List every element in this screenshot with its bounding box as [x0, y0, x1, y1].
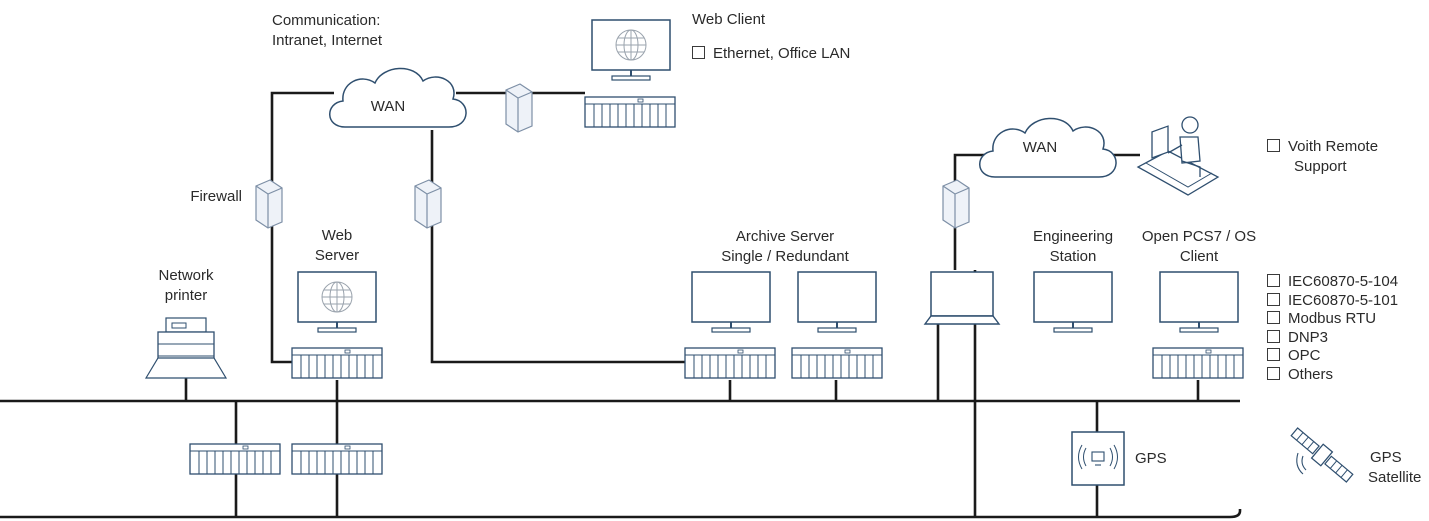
ethernet-office-lan-label: Ethernet, Office LAN	[692, 44, 850, 64]
server-rack-icon	[291, 347, 383, 379]
server-rack-icon	[584, 96, 676, 128]
web-client-monitor	[591, 19, 671, 81]
server-rack-icon	[189, 443, 281, 475]
server-rack-icon	[291, 443, 383, 475]
archive-server-monitor-1	[691, 271, 771, 333]
firewall-icon	[414, 179, 442, 229]
archive-server-monitor-2	[797, 271, 877, 333]
checkbox-icon	[1267, 139, 1280, 152]
checkbox-icon	[692, 46, 705, 59]
wan-left-label: WAN	[370, 98, 406, 115]
protocol-item: Others	[1267, 366, 1398, 385]
globe-icon	[615, 29, 647, 61]
wan-right-label: WAN	[1022, 139, 1058, 156]
engineering-station-label: Engineering Station	[1032, 228, 1114, 265]
satellite-icon	[1290, 427, 1354, 483]
satellite-signal-icon	[1296, 452, 1307, 475]
globe-icon	[321, 281, 353, 313]
remote-operator-icon	[1136, 116, 1220, 196]
server-rack-icon	[1152, 347, 1244, 379]
server-rack-icon	[791, 347, 883, 379]
checkbox-icon	[1267, 348, 1280, 361]
checkbox-icon	[1267, 292, 1280, 306]
protocol-item: IEC60870-5-101	[1267, 292, 1398, 311]
web-client-label: Web Client	[692, 11, 766, 28]
protocol-list: IEC60870-5-104 IEC60870-5-101 Modbus RTU…	[1267, 273, 1398, 384]
archive-server-label: Archive Server Single / Redundant	[721, 228, 849, 265]
checkbox-icon	[1267, 274, 1280, 287]
protocol-item: Modbus RTU	[1267, 310, 1398, 329]
printer-icon	[144, 317, 228, 379]
network-printer-label: Network printer	[158, 267, 214, 304]
server-rack-icon	[684, 347, 776, 379]
web-server-label: Web Server	[314, 227, 360, 264]
firewall-icon	[255, 179, 283, 229]
web-server-monitor	[297, 271, 377, 333]
protocol-item: IEC60870-5-104	[1267, 273, 1398, 292]
checkbox-icon	[1267, 329, 1280, 343]
firewall-icon	[505, 83, 533, 133]
voith-remote-support-label: Voith Remote Support	[1267, 137, 1378, 177]
gps-satellite-label: GPS Satellite	[1368, 449, 1422, 486]
checkbox-icon	[1267, 366, 1280, 380]
gps-receiver-icon	[1071, 431, 1125, 486]
open-pcs7-os-client-label: Open PCS7 / OS Client	[1141, 228, 1257, 265]
protocol-item: OPC	[1267, 347, 1398, 366]
checkbox-icon	[1267, 311, 1280, 324]
engineering-station-monitor	[1033, 271, 1113, 333]
laptop-icon	[923, 271, 1001, 325]
protocol-item: DNP3	[1267, 329, 1398, 348]
firewall-label: Firewall	[190, 188, 242, 205]
communication-label: Communication: Intranet, Internet	[272, 12, 383, 49]
gps-label: GPS	[1135, 450, 1167, 467]
os-client-monitor	[1159, 271, 1239, 333]
firewall-icon	[942, 179, 970, 229]
